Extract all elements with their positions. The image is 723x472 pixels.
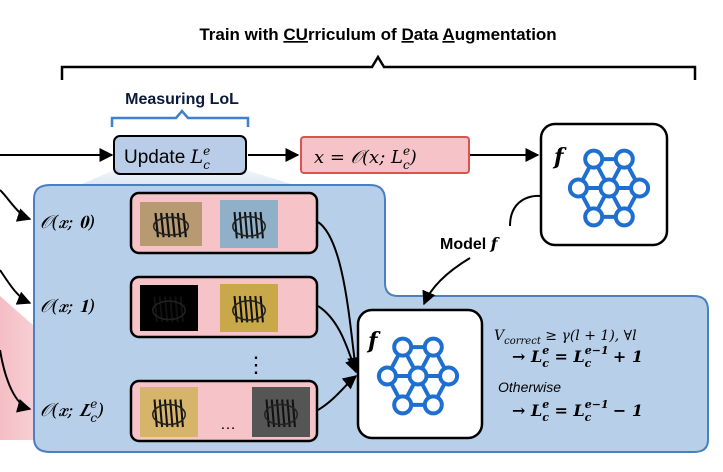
model-symbol-top: f — [552, 144, 567, 170]
network-node — [613, 148, 635, 170]
network-node — [422, 394, 444, 416]
input-curve-2 — [0, 349, 32, 413]
model-feed-arrow-top — [509, 194, 541, 227]
network-node — [629, 177, 651, 199]
network-node — [583, 206, 605, 228]
network-node — [567, 177, 589, 199]
network-node — [392, 394, 414, 416]
model-symbol-bottom: f — [366, 328, 381, 354]
rule-condition: Vcorrect ≥ γ(l + 1), ∀l — [494, 328, 637, 347]
top-bracket — [60, 54, 697, 80]
network-node — [407, 365, 429, 387]
zebra-image — [252, 387, 310, 437]
row0-to-model-arrow — [317, 221, 362, 372]
rule-otherwise: Otherwise — [498, 379, 561, 395]
zebra-image — [140, 202, 202, 246]
augmentation-row: 𝒪(𝒙; 𝟎) — [40, 191, 319, 255]
network-node — [392, 336, 414, 358]
network-icon — [376, 336, 460, 416]
horizontal-ellipsis: … — [220, 416, 236, 433]
model-feed-arrow — [422, 257, 471, 306]
diagram-title: Train with CUrriculum of Data Augmentati… — [199, 25, 556, 44]
measuring-label: Measuring LoL — [125, 91, 239, 108]
input-curve-0 — [0, 189, 32, 222]
zebra-image — [140, 285, 198, 331]
network-icon — [567, 148, 651, 228]
augmentation-label: 𝒪(𝒙; 𝟏) — [40, 296, 95, 317]
network-node — [376, 365, 398, 387]
zebra-image — [140, 387, 198, 437]
model-label: Model f — [440, 234, 501, 253]
assign-box — [300, 136, 470, 174]
zebra-image — [220, 284, 278, 332]
network-node — [598, 177, 620, 199]
augmentation-label: 𝒪(𝒙; 𝟎) — [40, 212, 95, 233]
zebra-image — [220, 200, 278, 248]
row1-to-model-arrow — [317, 305, 359, 374]
network-node — [613, 206, 635, 228]
input-curve-1 — [0, 269, 32, 305]
update-box — [113, 135, 247, 175]
vertical-ellipsis: ⋮ — [245, 352, 267, 377]
network-node — [583, 148, 605, 170]
network-node — [422, 336, 444, 358]
row2-to-model-arrow — [317, 375, 358, 411]
augmentation-row: 𝒪(𝒙; 𝟏) — [40, 275, 319, 339]
measuring-bracket — [110, 109, 250, 127]
network-node — [438, 365, 460, 387]
